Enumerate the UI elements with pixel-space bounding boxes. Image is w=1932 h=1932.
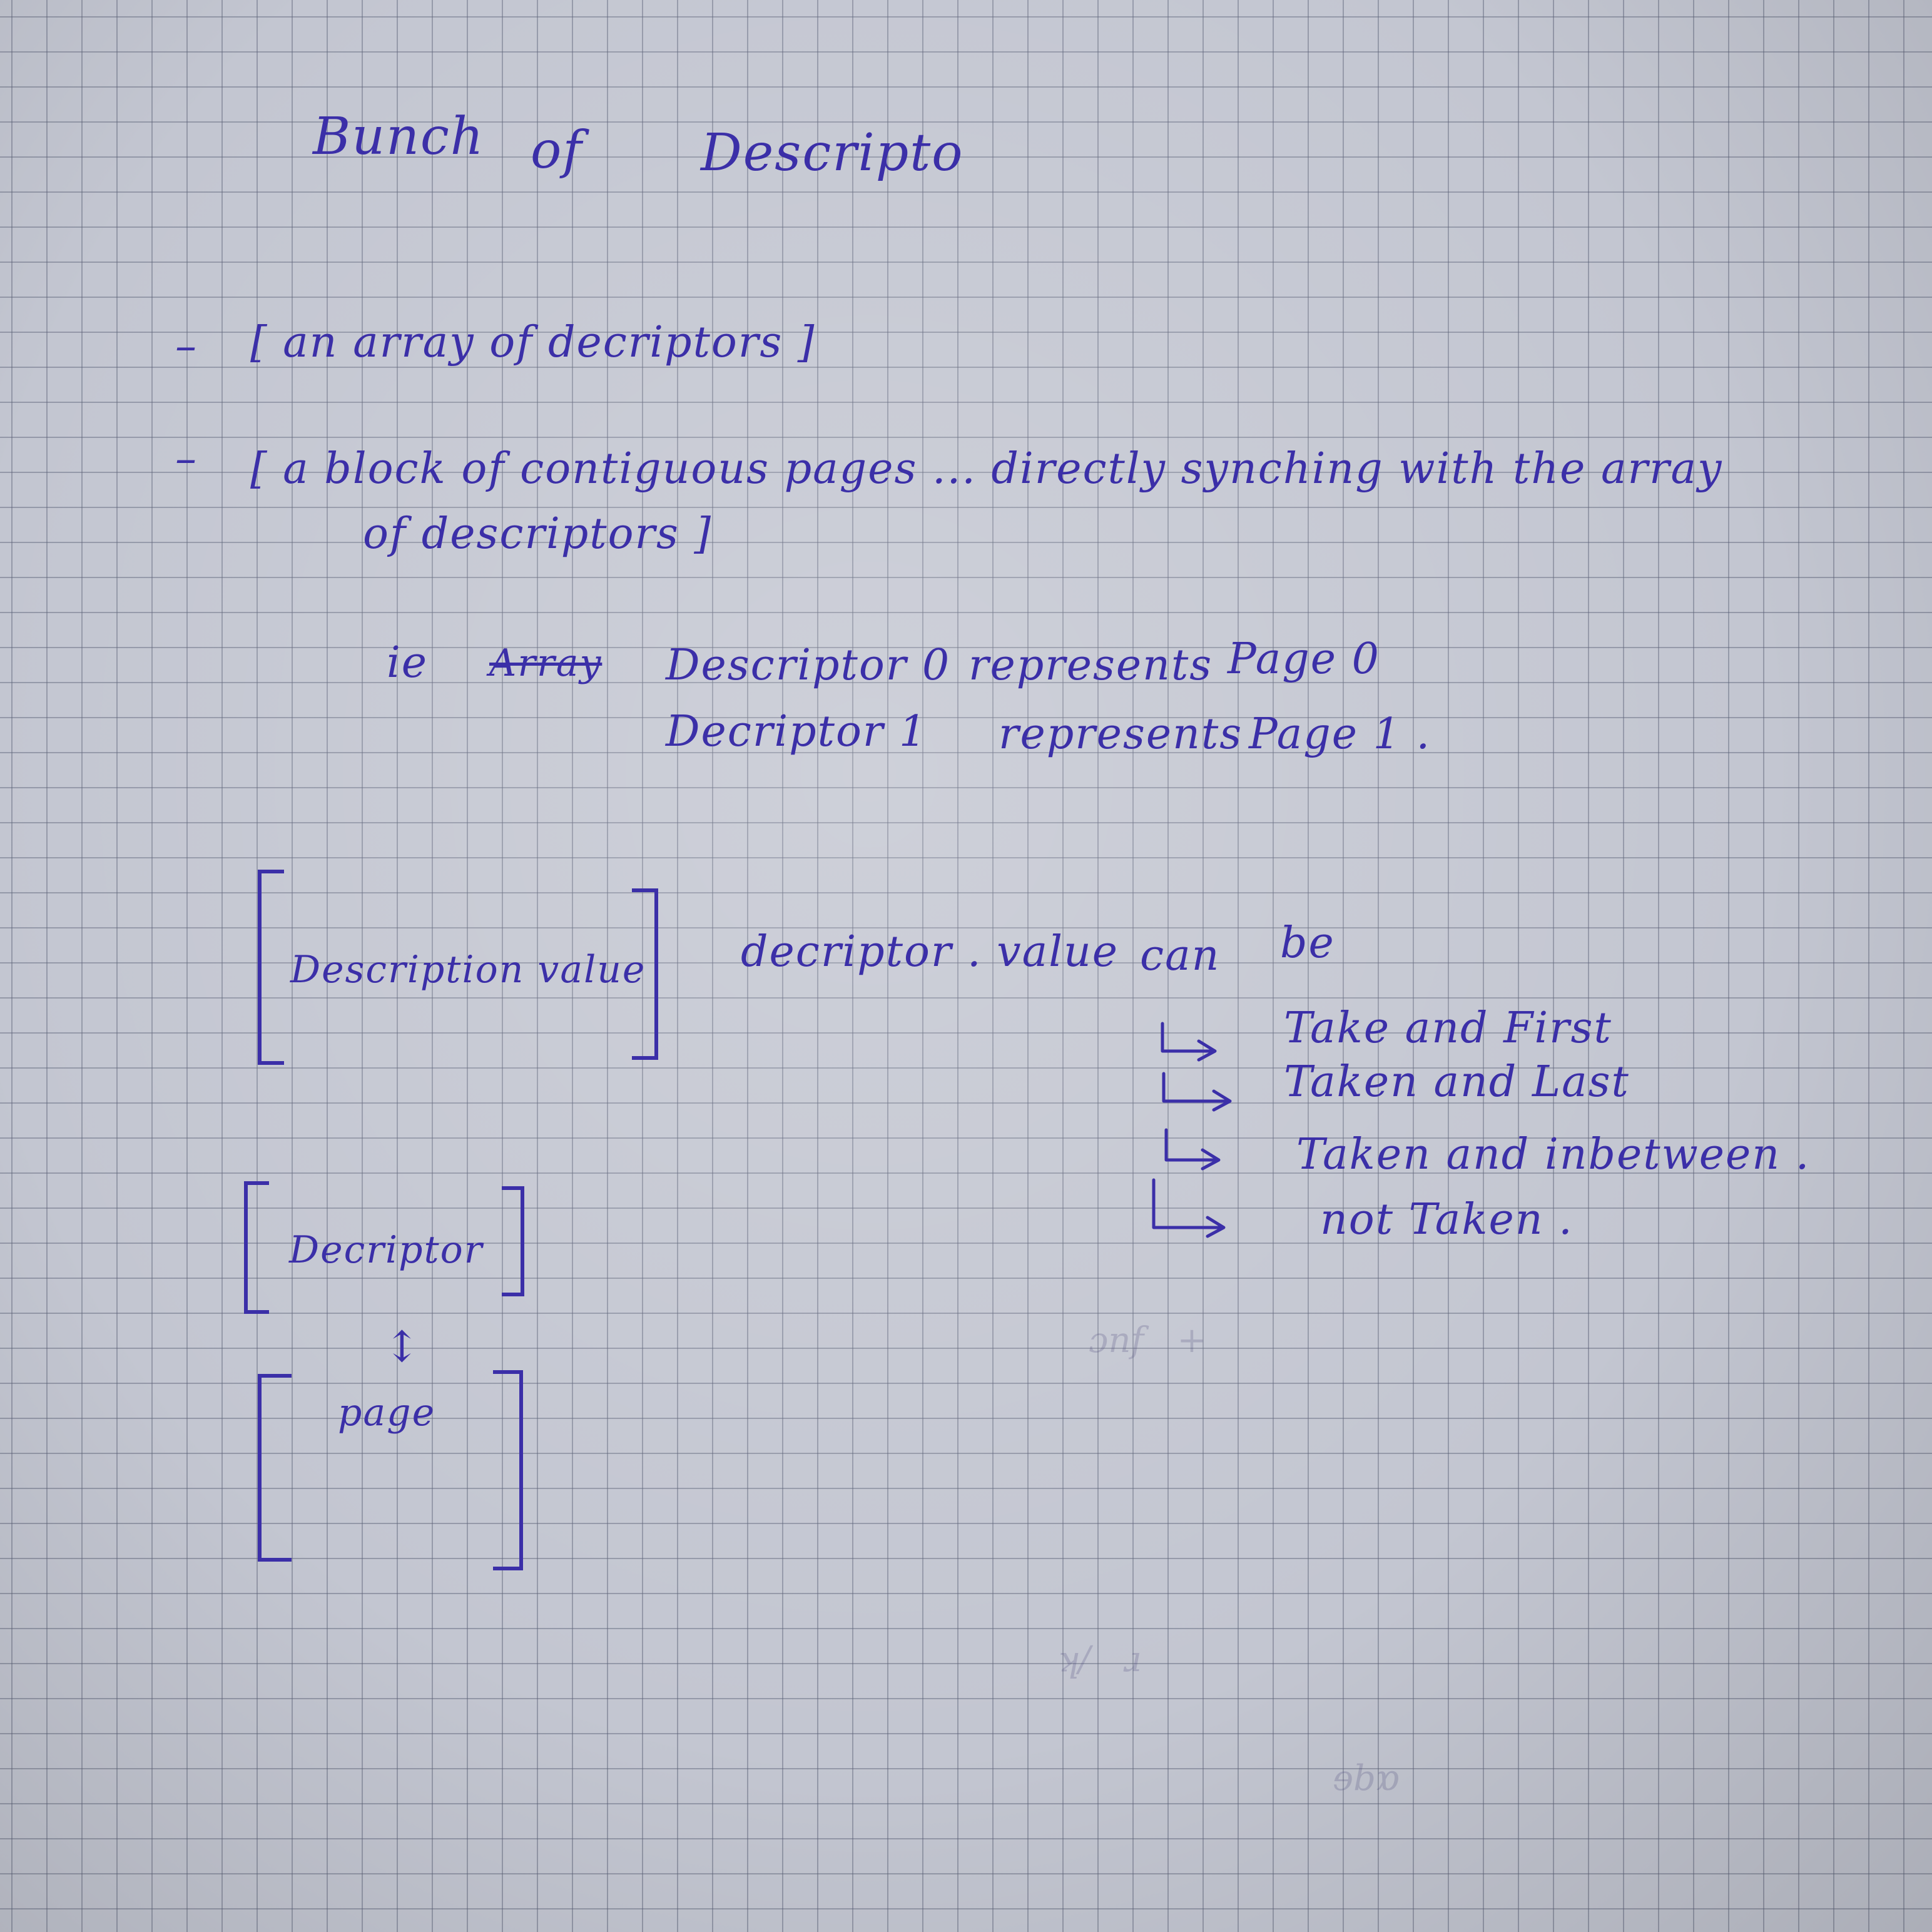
hook-arrow-icon	[1164, 1128, 1221, 1171]
hook-arrow-icon	[1162, 1072, 1232, 1112]
value-option-not-taken: not Taken .	[1320, 1195, 1574, 1244]
value-note-be: be	[1280, 918, 1335, 968]
value-option-taken-and-inbetween: Taken and inbetween .	[1296, 1130, 1811, 1179]
bleed-through-mark: ɘbɒ	[1333, 1758, 1400, 1799]
example-prefix: ie	[387, 638, 428, 688]
title-word-of: of	[531, 121, 583, 180]
description-value-box-left-bracket	[258, 870, 284, 1065]
hook-arrow-icon	[1152, 1178, 1226, 1238]
page-box-left-bracket	[258, 1374, 292, 1562]
title-word-bunch: Bunch	[313, 107, 485, 166]
example-row2-descriptor: Decriptor 1	[666, 707, 928, 756]
descriptor-box-right-bracket	[502, 1186, 524, 1296]
descriptor-box-label: Decriptor	[289, 1228, 484, 1272]
example-row1-page: Page 0	[1228, 634, 1380, 684]
page-box-right-bracket	[493, 1370, 523, 1570]
bullet-dash: –	[175, 322, 198, 371]
bullet-dash: –	[175, 434, 198, 484]
example-row1-descriptor: Descriptor 0	[666, 641, 951, 690]
value-note-text: decriptor . value	[741, 927, 1119, 977]
hook-arrow-icon	[1161, 1022, 1217, 1062]
page-box-label: page	[338, 1391, 436, 1435]
value-option-taken-and-last: Taken and Last	[1284, 1057, 1630, 1107]
description-value-label: Description value	[290, 948, 646, 992]
example-row2-page: Page 1 .	[1249, 709, 1431, 759]
bullet-array-of-descriptors: [ an array of decriptors ]	[250, 318, 816, 367]
value-option-take-and-first: Take and First	[1284, 1004, 1612, 1053]
bullet-block-of-pages-line2: of descriptors ]	[363, 509, 713, 559]
bleed-through-mark: ʞ/ ɹ	[1057, 1639, 1142, 1680]
double-arrow-icon: ↕	[384, 1323, 421, 1372]
title-word-descripto: Descripto	[701, 123, 964, 183]
example-row2-verb: represents	[999, 709, 1243, 759]
descriptor-box-left-bracket	[244, 1181, 269, 1314]
example-struck-word: Array	[489, 641, 602, 685]
bullet-block-of-pages-line1: [ a block of contiguous pages ... direct…	[250, 444, 1723, 494]
description-value-box-right-bracket	[632, 888, 658, 1060]
value-note-can: can	[1140, 931, 1221, 980]
example-row1-verb: represents	[969, 641, 1213, 690]
bleed-through-mark: ɔnf +	[1089, 1320, 1207, 1361]
